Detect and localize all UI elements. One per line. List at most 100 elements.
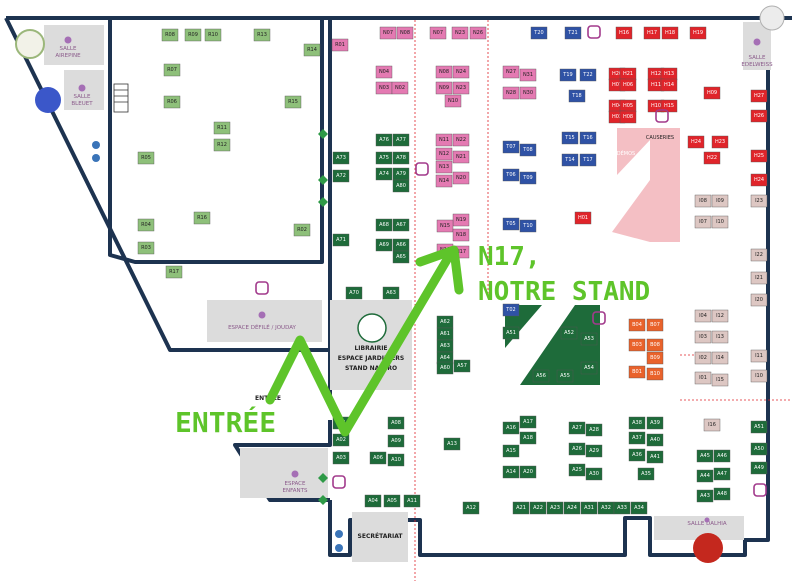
stand-a48-box [713,487,731,501]
stand-n27-box [502,65,520,79]
stand-a75-box [375,151,393,165]
stand-t16-label: T16 [582,135,592,141]
stand-a12-label: A12 [466,505,476,511]
stand-t22-box [579,68,597,82]
stand-n08-label: N08 [439,69,449,75]
stand-b09-label: B09 [650,355,660,361]
stand-i02-label: I02 [699,355,707,361]
stand-a14-label: A14 [506,469,516,475]
stand-r11-label: R11 [217,125,227,131]
stand-n02-box [391,81,409,95]
location-pin-icons [64,36,761,523]
stand-h26-box [750,109,768,123]
stand-a44-label: A44 [700,473,710,479]
stand-a06-box [369,451,387,465]
stand-h15-label: H15 [664,103,674,109]
stand-a65-label: A65 [396,254,406,260]
stand-a03-label: A03 [336,455,346,461]
stand-n23-label: N23 [455,30,465,36]
stand-a54-label: A54 [584,365,594,371]
stand-a78-box [392,151,410,165]
room-airepine-l1: SALLE [60,46,77,52]
stand-n23-box [452,81,470,95]
room-causeries: CAUSERIES [646,135,674,141]
stand-i03-box [694,330,712,344]
stand-h08-label: H08 [623,114,633,120]
stand-t06-box [502,168,520,182]
stand-a09-box [387,434,405,448]
stand-h27-label: H27 [754,93,764,99]
stand-n09-box [435,81,453,95]
stand-a11-label: A11 [407,498,417,504]
stand-r02-label: R02 [297,227,307,233]
stand-a21-box [512,501,530,515]
stand-a51-label: A51 [754,424,764,430]
stand-a54-box [580,361,598,375]
stand-n09-label: N09 [439,85,449,91]
stand-r17-box [165,265,183,279]
stand-a68-label: A68 [379,222,389,228]
stand-a17-box [519,415,537,429]
stand-t10-label: T10 [522,223,532,229]
stand-t07-label: T07 [505,144,515,150]
stand-a68-box [375,218,393,232]
stand-h11-label: H11 [651,82,661,88]
stand-t14-label: T14 [564,157,574,163]
stand-a72-label: A72 [336,173,346,179]
stand-r15-label: R15 [288,99,298,105]
stand-i01-label: I01 [699,375,707,381]
stand-h01-label: H01 [578,215,588,221]
stand-h25-box [750,149,768,163]
instagram-icons [255,25,767,497]
stand-a25-label: A25 [572,467,582,473]
stand-n14-box [435,174,453,188]
stand-r14-label: R14 [307,47,317,53]
stand-a76-box [375,133,393,147]
stand-i23-label: I23 [755,198,763,204]
stand-t05-label: T05 [505,221,515,227]
stand-h14-box [660,78,678,92]
stand-h17-label: H17 [647,30,657,36]
stand-a41-label: A41 [650,454,660,460]
stand-a30-label: A30 [589,471,599,477]
stand-i16-box [703,418,721,432]
stand-a80-label: A80 [396,183,406,189]
stand-r10-box [204,28,222,42]
stand-n22-label: N22 [456,137,466,143]
stand-a66-label: A66 [396,242,406,248]
stand-n12-box [435,147,453,161]
room-secretariat: SECRÉTARIAT [358,532,404,540]
natpro-logo-icon [357,313,387,343]
stand-i10-label: I10 [755,373,763,379]
stand-i03-label: I03 [699,334,707,340]
stand-h24-box [750,173,768,187]
stand-r10-label: R10 [208,32,218,38]
stand-i02-box [694,351,712,365]
stand-n30-label: N30 [523,90,533,96]
entree-annotation: ENTRÉE [175,405,276,439]
stand-a49-box [750,461,768,475]
stand-n08-box [396,26,414,40]
stand-a53-box [580,332,598,346]
stand-b03-box [628,338,646,352]
stand-r09-box [184,28,202,42]
stand-a43-box [696,489,714,503]
stand-n30-box [519,86,537,100]
stand-a36-box [628,448,646,462]
stand-h05-label: H05 [623,103,633,109]
stand-r16-box [193,211,211,225]
stand-n04-box [375,65,393,79]
stand-a38-label: A38 [632,420,642,426]
stand-n15-box [436,219,454,233]
stand-a63-label: A63 [440,343,450,349]
stand-b09-box [646,351,664,365]
stand-t06-label: T06 [505,172,515,178]
stand-r07-box [163,63,181,77]
stand-a39-label: A39 [650,420,660,426]
stand-a56-box [532,369,550,383]
stand-a05-label: A05 [387,498,397,504]
stand-h14-label: H14 [664,82,674,88]
stand-i09-box [711,194,729,208]
stand-n11-box [435,133,453,147]
